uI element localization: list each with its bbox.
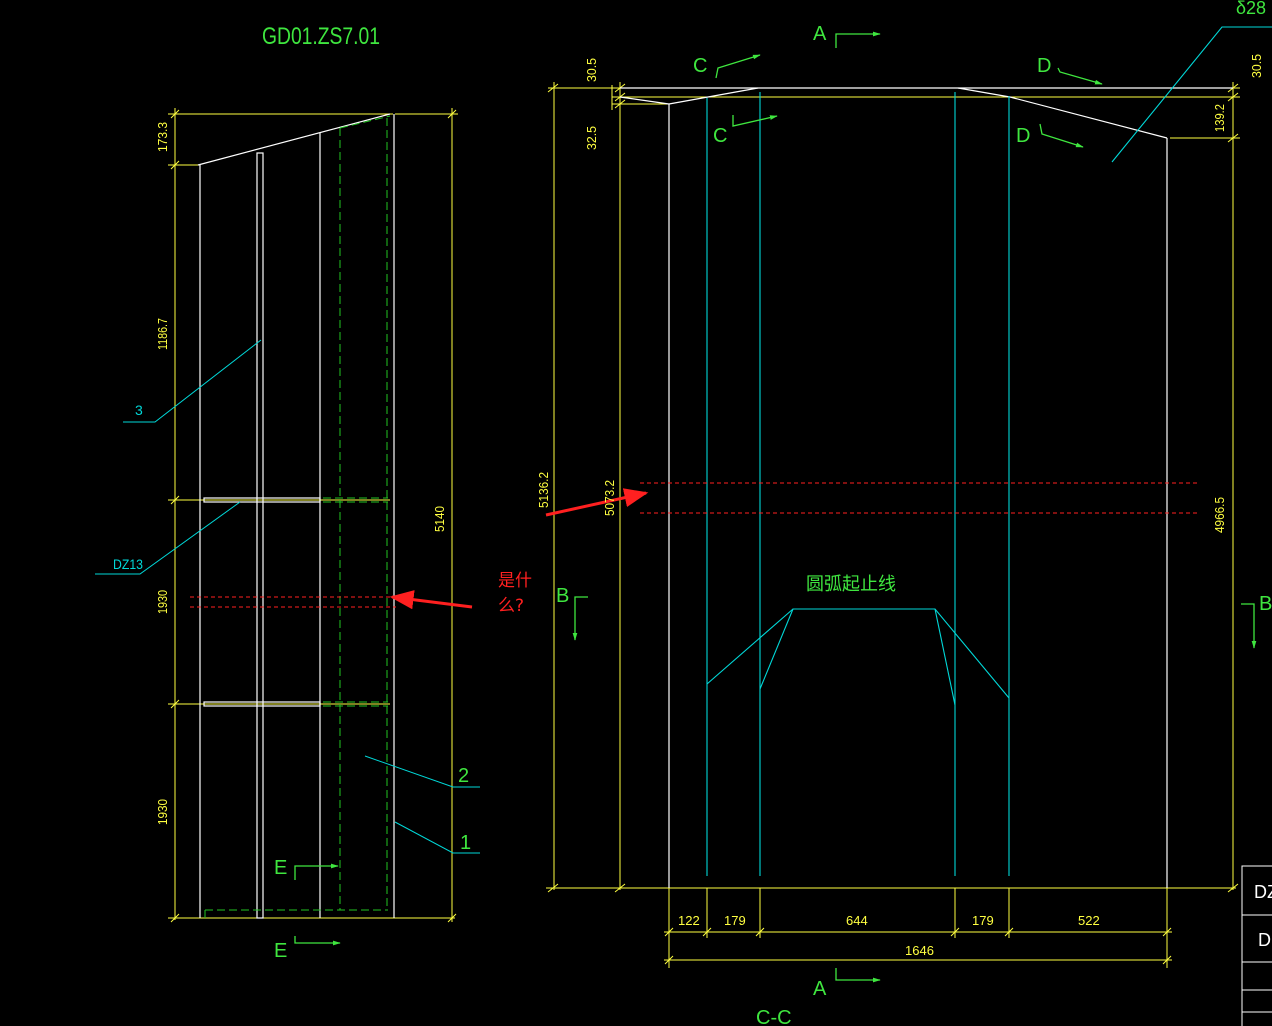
right-dimension-lines: [546, 82, 1240, 968]
dim-32-5-left: 32.5: [584, 126, 599, 150]
section-arrow-a-bottom: [835, 968, 881, 983]
dim-1930-lower: 1930: [155, 799, 170, 825]
section-mark-d-lower: D: [1016, 125, 1030, 147]
left-view: 173.3 1186.7 1930 1930 5140 3 DZ13 2 1 E…: [95, 108, 480, 962]
callout-part-2: 2: [458, 765, 469, 787]
dim-5073-2: 5073.2: [602, 480, 617, 516]
section-arrow-d-upper: [1057, 67, 1103, 85]
dim-bottom-total: 1646: [905, 943, 934, 958]
dim-30-5-right: 30.5: [1249, 54, 1264, 78]
section-mark-a-top: A: [813, 23, 827, 45]
left-hidden-lines: [204, 115, 391, 918]
callout-part-3: 3: [135, 402, 143, 418]
section-mark-c-upper: C: [693, 55, 707, 77]
right-outline: [619, 87, 1233, 888]
section-mark-d-upper: D: [1037, 55, 1051, 77]
left-dimension-lines: [168, 108, 458, 923]
callout-part-1: 1: [460, 832, 471, 854]
left-outline: [197, 113, 395, 919]
section-mark-b-right: B: [1259, 593, 1272, 615]
left-leader-lines: [95, 339, 480, 854]
section-arrow-c-upper: [715, 54, 761, 79]
question-note-line2: 么?: [498, 596, 524, 616]
section-arrow-e-upper: [294, 863, 339, 880]
section-arrow-b-right: [1241, 603, 1257, 649]
section-mark-c-lower: C: [713, 125, 727, 147]
section-arrow-a-top: [835, 31, 881, 48]
section-mark-a-bottom: A: [813, 978, 827, 1000]
dim-1930-upper: 1930: [155, 590, 170, 614]
dim-173-3: 173.3: [155, 122, 170, 152]
dim-bottom-522: 522: [1078, 913, 1100, 928]
section-arrow-c-lower: [732, 115, 778, 127]
section-arrow-e-lower: [294, 936, 341, 946]
dim-bottom-179-a: 179: [724, 913, 746, 928]
callout-dz13: DZ13: [113, 556, 143, 572]
section-mark-b-left: B: [556, 585, 569, 607]
section-mark-e-upper: E: [274, 857, 287, 879]
dim-bottom-644: 644: [846, 913, 868, 928]
drawing-title: GD01.ZS7.01: [262, 23, 380, 50]
dim-4966-5: 4966.5: [1212, 497, 1227, 533]
section-mark-e-lower: E: [274, 940, 287, 962]
left-red-dashed-lines: [190, 596, 396, 608]
question-annotation: 是什 么?: [389, 571, 532, 616]
title-block-row1: DZ: [1254, 882, 1272, 902]
title-block-row2: D: [1258, 930, 1271, 950]
dim-5140: 5140: [432, 506, 447, 532]
right-centerlines: [706, 26, 1272, 876]
dim-5136-2: 5136.2: [536, 472, 551, 508]
question-note-line1: 是什: [498, 571, 532, 591]
dim-bottom-179-b: 179: [972, 913, 994, 928]
right-red-dashed-lines: [640, 482, 1200, 514]
dim-bottom-122: 122: [678, 913, 700, 928]
title-block: DZ D: [1241, 865, 1272, 1026]
section-arrow-d-lower: [1039, 123, 1084, 148]
dim-1186-7: 1186.7: [155, 318, 170, 350]
arc-note: 圆弧起止线: [806, 574, 896, 595]
section-label-c-c: C-C: [756, 1007, 792, 1026]
thickness-label: δ28: [1236, 0, 1266, 18]
right-red-arrow: [545, 488, 649, 517]
right-view: 30.5 32.5 30.5 139.2 5136.2 5073.2 4966.…: [536, 0, 1272, 1026]
dim-30-5-left: 30.5: [584, 58, 599, 82]
section-arrow-b-left: [572, 596, 588, 641]
dim-139-2: 139.2: [1212, 104, 1227, 132]
